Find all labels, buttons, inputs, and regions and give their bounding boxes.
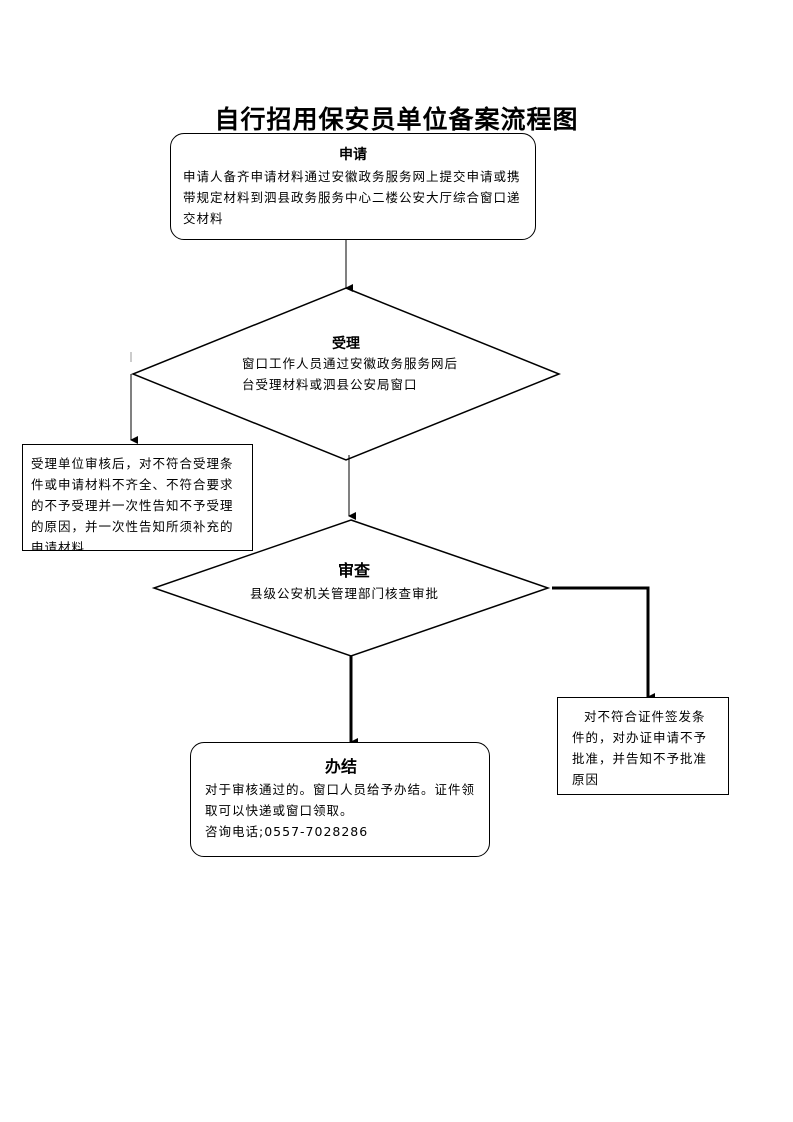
reject-review-node: 对不符合证件签发条件的，对办证申请不予批准，并告知不予批准原因	[557, 697, 729, 795]
reject-review-text: 对不符合证件签发条件的，对办证申请不予批准，并告知不予批准原因	[572, 709, 708, 787]
apply-text: 申请人备齐申请材料通过安徽政务服务网上提交申请或携带规定材料到泗县政务服务中心二…	[183, 169, 521, 226]
contact-phone: 咨询电话;0557-7028286	[205, 824, 369, 839]
review-text: 县级公安机关管理部门核查审批	[250, 586, 440, 601]
reject-accept-node: 受理单位审核后，对不符合受理条件或申请材料不齐全、不符合要求的不予受理并一次性告…	[22, 444, 253, 551]
arrow-review-to-reject	[552, 586, 655, 701]
apply-node: 申请 申请人备齐申请材料通过安徽政务服务网上提交申请或携带规定材料到泗县政务服务…	[170, 133, 536, 240]
complete-text: 对于审核通过的。窗口人员给予办结。证件领取可以快递或窗口领取。	[205, 782, 476, 818]
complete-node: 办结 对于审核通过的。窗口人员给予办结。证件领取可以快递或窗口领取。 咨询电话;…	[190, 742, 490, 857]
page-title: 自行招用保安员单位备案流程图	[214, 105, 579, 134]
complete-title: 办结	[325, 757, 358, 776]
reject-accept-text: 受理单位审核后，对不符合受理条件或申请材料不齐全、不符合要求的不予受理并一次性告…	[31, 456, 234, 551]
accept-text: 窗口工作人员通过安徽政务服务网后台受理材料或泗县公安局窗口	[242, 356, 459, 392]
accept-title: 受理	[332, 336, 360, 352]
accept-node: 受理 窗口工作人员通过安徽政务服务网后台受理材料或泗县公安局窗口	[230, 333, 462, 395]
review-node: 审查 县级公安机关管理部门核查审批	[250, 557, 455, 604]
apply-title: 申请	[339, 147, 367, 163]
review-title: 审查	[338, 561, 371, 580]
accept-diamond	[130, 287, 562, 461]
